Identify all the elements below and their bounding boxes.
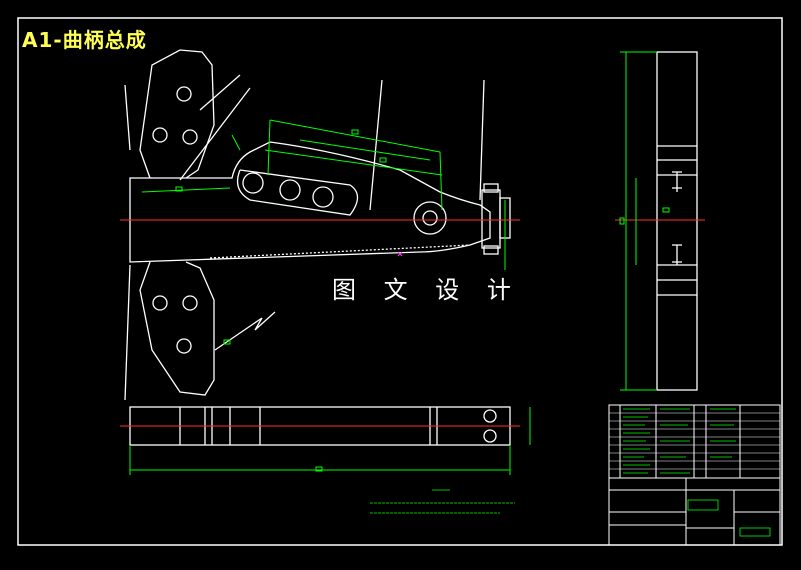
wing-hole-1 [176,86,192,102]
dim-box-3 [175,186,183,192]
front-view [124,49,511,401]
dim-ext-2 [439,151,443,211]
bottom-bolt-2 [483,429,497,443]
upper-wing-plate [139,49,215,179]
side-view [656,51,698,391]
side-view-dimensions [619,51,670,391]
side-dim-box-2 [662,207,670,213]
side-dim-box [619,217,625,225]
center-marker [397,251,403,257]
wing-hole-4 [152,295,168,311]
wing-hole-6 [176,338,192,354]
wing-hole-3 [182,129,198,145]
dim-line-3 [299,139,431,161]
bottom-dim-box [315,466,323,472]
arm-pin-3 [312,186,334,208]
side-bolt-bottom [672,244,682,265]
leader-3 [369,79,383,211]
leader-1 [199,74,241,111]
watermark-text: 图 文 设 计 [332,276,521,304]
title-block [608,404,781,546]
leader-6 [214,311,276,351]
wing-hole-5 [182,295,198,311]
title-block-rows [609,412,780,470]
drawing-title: A1-曲柄总成 [22,28,147,52]
bottom-view-dimensions [129,407,531,475]
wing-hole-2 [152,127,168,143]
front-view-dimensions [141,119,506,345]
end-pin [413,201,447,235]
dim-box-2 [379,157,387,163]
arm-pin-2 [279,179,301,201]
dim-line-6 [231,134,241,151]
side-view-outline [656,51,698,391]
clamp-bolt-bottom [483,245,499,255]
leader-7 [124,264,131,401]
leader-2 [179,87,251,181]
dim-ext-1 [267,119,271,176]
dim-box-1 [351,129,359,135]
lower-wing-plate [139,261,215,396]
dim-box-4 [223,339,231,345]
drawing-border [17,17,783,546]
notes-block [370,489,515,514]
main-arm-body [129,141,491,263]
end-pin-inner [422,210,438,226]
leader-4 [479,79,485,201]
arm-pin-1 [242,172,264,194]
bottom-bolt-1 [483,409,497,423]
dim-line-2 [264,149,443,176]
dim-line-4 [141,187,231,193]
dim-line-1 [269,119,441,153]
clamp-bolt-top [483,183,499,193]
inner-slot [236,169,359,216]
arm-serration [209,244,471,259]
side-bolt-top [672,171,682,192]
title-block-green-fills [623,408,771,537]
leader-5 [124,84,131,151]
